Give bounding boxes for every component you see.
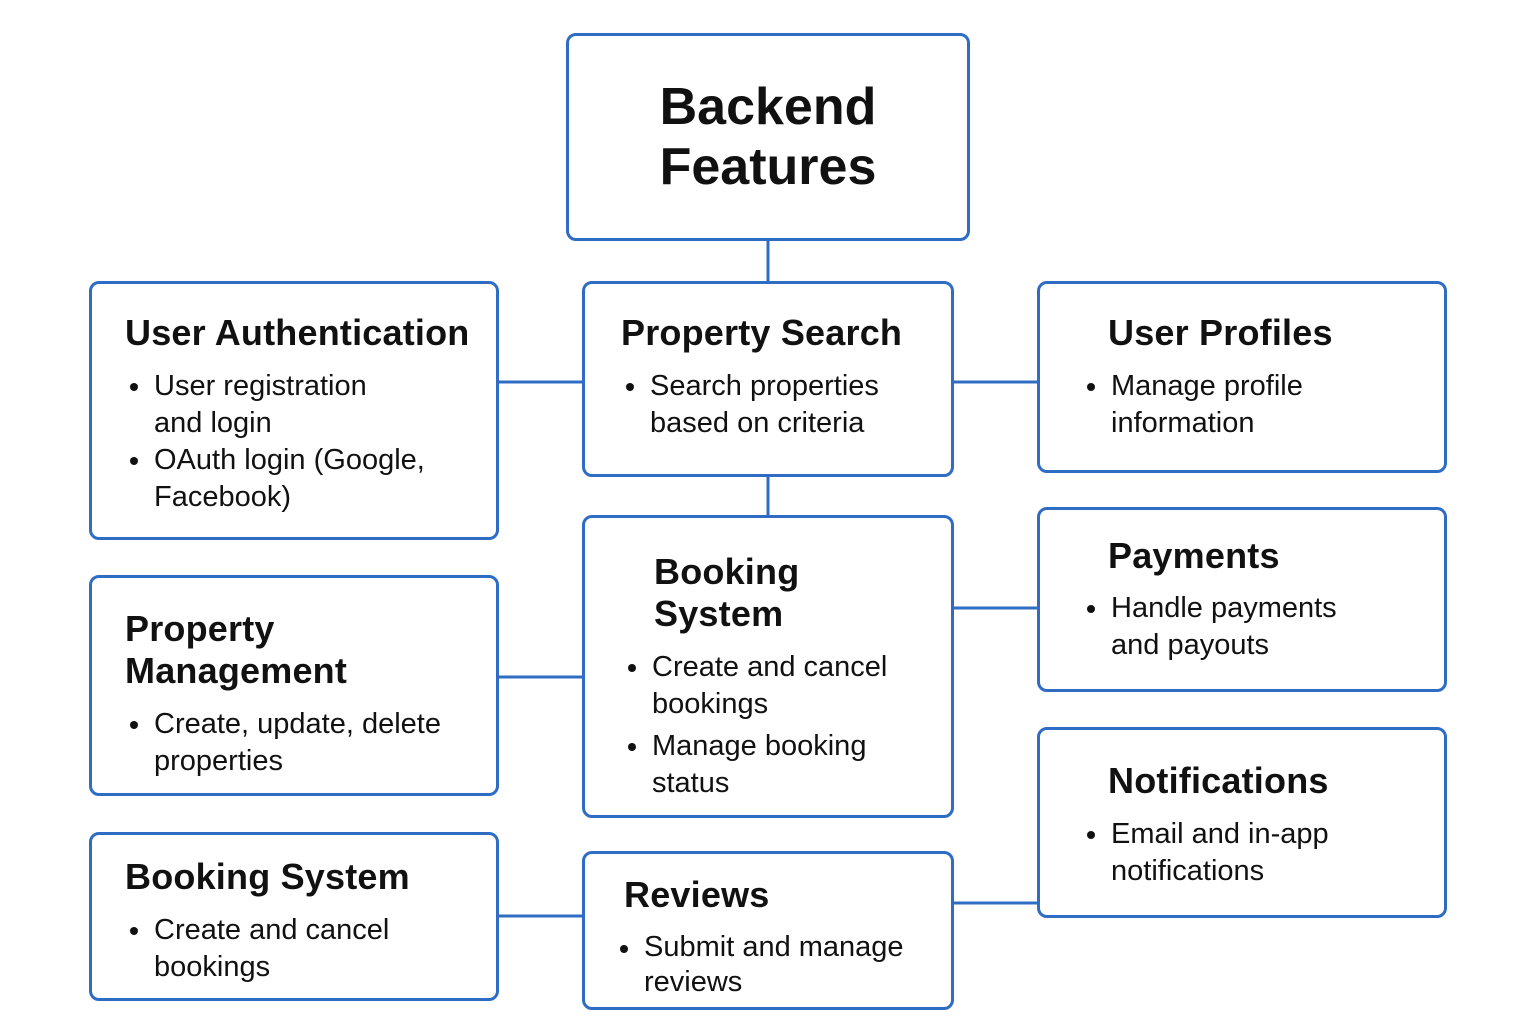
node-title: Notifications xyxy=(1108,760,1329,801)
bullet-item: Handle payments and payouts xyxy=(1082,590,1337,664)
node-title: Property Management xyxy=(125,608,348,691)
bullet-item: Create, update, delete properties xyxy=(125,706,441,780)
node-booking-system-left: Booking System Create and cancel booking… xyxy=(89,832,499,1001)
bullet-item: Create and cancel bookings xyxy=(623,649,887,723)
bullet-item: Manage booking status xyxy=(623,728,887,802)
bullet-item: Email and in-app notifications xyxy=(1082,816,1329,890)
bullet-item: Manage profile information xyxy=(1082,368,1303,442)
node-bullet-list: Create, update, delete properties xyxy=(125,706,441,780)
node-bullet-list: Email and in-app notifications xyxy=(1082,816,1329,890)
node-user-authentication: User Authentication User registration an… xyxy=(89,281,499,540)
bullet-item: Submit and manage reviews xyxy=(615,930,904,1000)
node-bullet-list: Create and cancel bookings xyxy=(125,912,389,986)
node-property-search: Property Search Search properties based … xyxy=(582,281,954,477)
node-bullet-list: Submit and manage reviews xyxy=(615,930,904,1000)
node-booking-system-center: Booking System Create and cancel booking… xyxy=(582,515,954,818)
bullet-item: OAuth login (Google, Facebook) xyxy=(125,442,425,516)
node-bullet-list: Manage profile information xyxy=(1082,368,1303,442)
node-bullet-list: Handle payments and payouts xyxy=(1082,590,1337,664)
node-title: Payments xyxy=(1108,535,1280,576)
root-title: Backend Features xyxy=(659,78,877,196)
node-payments: Payments Handle payments and payouts xyxy=(1037,507,1447,692)
node-title: Booking System xyxy=(654,551,800,634)
node-title: User Authentication xyxy=(125,312,470,353)
bullet-item: Create and cancel bookings xyxy=(125,912,389,986)
node-title: Reviews xyxy=(624,874,770,915)
node-notifications: Notifications Email and in-app notificat… xyxy=(1037,727,1447,918)
node-user-profiles: User Profiles Manage profile information xyxy=(1037,281,1447,473)
node-title: User Profiles xyxy=(1108,312,1333,353)
node-property-management: Property Management Create, update, dele… xyxy=(89,575,499,796)
node-bullet-list: User registration and login OAuth login … xyxy=(125,368,425,516)
node-title: Property Search xyxy=(621,312,903,353)
node-bullet-list: Create and cancel bookings Manage bookin… xyxy=(623,649,887,802)
node-bullet-list: Search properties based on criteria xyxy=(621,368,879,442)
bullet-item: User registration and login xyxy=(125,368,425,442)
node-reviews: Reviews Submit and manage reviews xyxy=(582,851,954,1010)
root-node-backend-features: Backend Features xyxy=(566,33,970,241)
node-title: Booking System xyxy=(125,856,410,897)
bullet-item: Search properties based on criteria xyxy=(621,368,879,442)
